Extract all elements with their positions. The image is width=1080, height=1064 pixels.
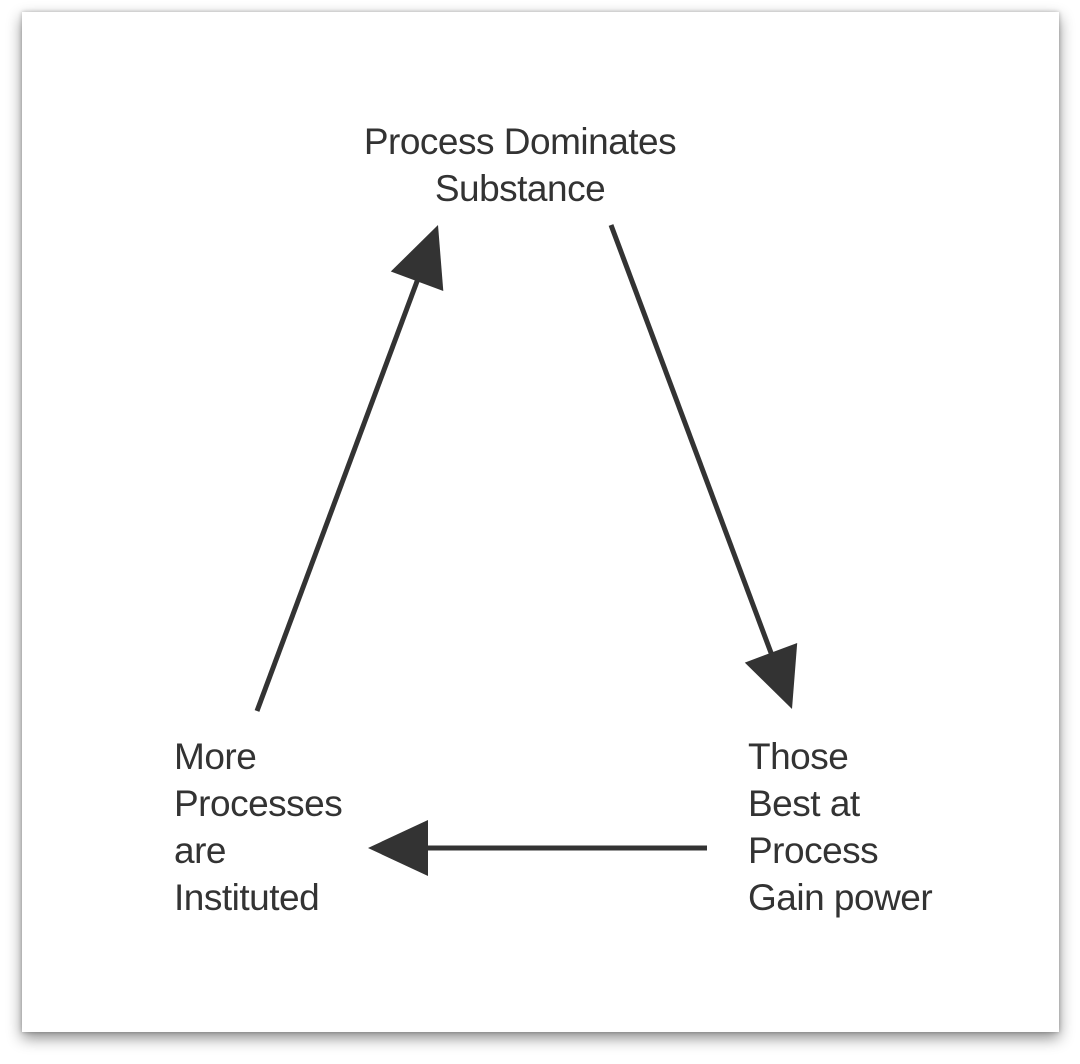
node-right-line-4: Gain power (748, 877, 933, 918)
edges-group (254, 224, 798, 876)
arrowhead-left-top (390, 225, 444, 291)
node-left-line-3: are (174, 830, 226, 871)
arrow-left-top (254, 225, 444, 712)
node-top-line-2: Substance (434, 168, 606, 209)
node-process-dominates-substance: Process Dominates Substance (300, 118, 740, 212)
node-left-line-2: Processes (174, 783, 343, 824)
arrow-shaft-left-top (254, 276, 421, 712)
arrowhead-top-right (744, 643, 798, 709)
node-right-line-1: Those (748, 736, 849, 777)
node-more-processes-instituted: More Processes are Instituted (174, 733, 343, 921)
arrow-shaft-top-right (608, 224, 775, 658)
node-right-line-2: Best at (748, 783, 860, 824)
node-left-line-1: More (174, 736, 257, 777)
node-top-line-1: Process Dominates (363, 121, 677, 162)
node-those-best-at-process: Those Best at Process Gain power (748, 733, 933, 921)
node-right-line-3: Process (748, 830, 879, 871)
arrow-right-left (368, 820, 707, 876)
node-left-line-4: Instituted (174, 877, 320, 918)
diagram-page (22, 12, 1059, 1032)
arrowhead-right-left (368, 820, 428, 876)
arrow-top-right (608, 224, 798, 709)
